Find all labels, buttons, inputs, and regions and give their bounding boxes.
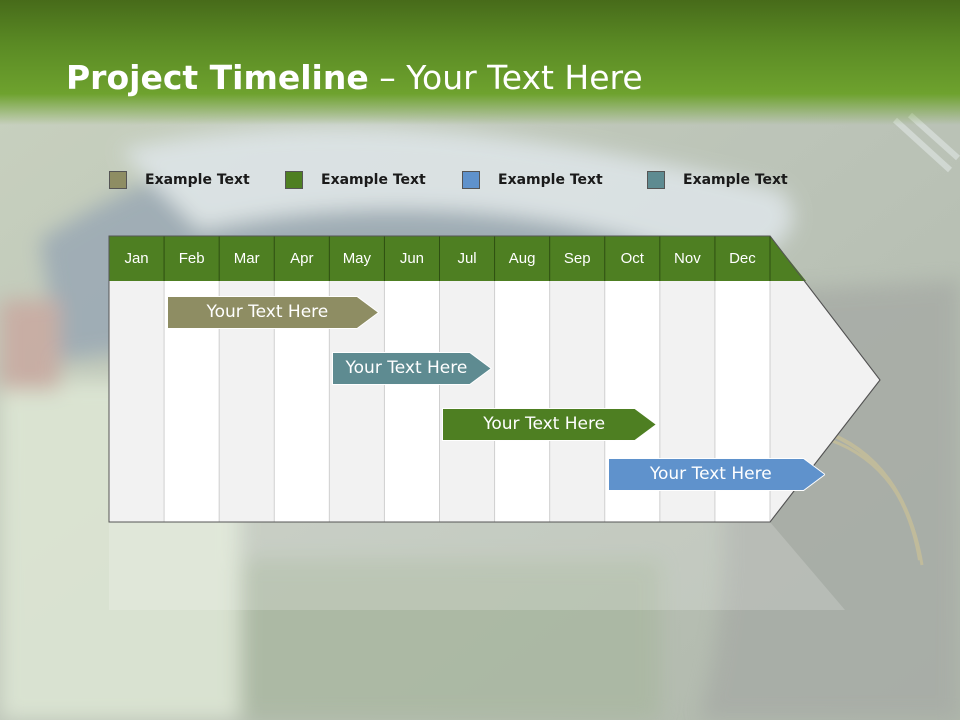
month-label: Feb (178, 250, 205, 267)
month-label: May (342, 250, 372, 267)
month-label: Nov (674, 250, 701, 267)
task-label: Your Text Here (345, 358, 468, 378)
task-label: Your Text Here (483, 414, 606, 434)
slide-title-rest: – Your Text Here (368, 58, 643, 97)
task-bar: Your Text Here (332, 352, 492, 385)
month-label: Aug (508, 250, 536, 267)
month-header-band (109, 236, 806, 281)
legend-label-4: Example Text (683, 172, 788, 188)
title-bar: Project Timeline – Your Text Here (0, 0, 960, 125)
task-bar: Your Text Here (442, 408, 658, 441)
month-label: Jan (124, 250, 149, 267)
month-label: Dec (729, 250, 756, 267)
month-label: Sep (563, 250, 591, 267)
task-arrow-shape (166, 296, 379, 329)
slide-title-bold: Project Timeline (66, 58, 369, 97)
timeline-outline (108, 235, 881, 523)
legend-swatch-4 (647, 171, 665, 189)
month-label: Apr (290, 250, 314, 267)
task-arrow-shape (332, 352, 492, 385)
legend-label-3: Example Text (498, 172, 603, 188)
month-column (494, 281, 550, 522)
month-label: Jun (399, 250, 425, 267)
legend-item-4: Example Text (647, 170, 788, 190)
task-label: Your Text Here (649, 464, 772, 484)
legend-label-1: Example Text (145, 172, 250, 188)
legend-swatch-3 (462, 171, 480, 189)
legend-label-2: Example Text (321, 172, 426, 188)
legend-item-2: Example Text (285, 170, 426, 190)
task-bar: Your Text Here (607, 458, 826, 491)
legend-swatch-2 (285, 171, 303, 189)
timeline-reflection (109, 522, 845, 610)
legend-item-1: Example Text (109, 170, 250, 190)
legend-swatch-1 (109, 171, 127, 189)
legend-item-3: Example Text (462, 170, 603, 190)
task-arrow-shape (442, 408, 658, 441)
slide-title: Project Timeline – Your Text Here (66, 58, 643, 97)
task-label: Your Text Here (206, 302, 329, 322)
month-column (384, 281, 440, 522)
month-label: Oct (620, 250, 644, 267)
task-bar: Your Text Here (166, 296, 379, 329)
month-label: Mar (233, 250, 260, 267)
month-label: Jul (457, 250, 477, 267)
task-arrow-shape (607, 458, 826, 491)
